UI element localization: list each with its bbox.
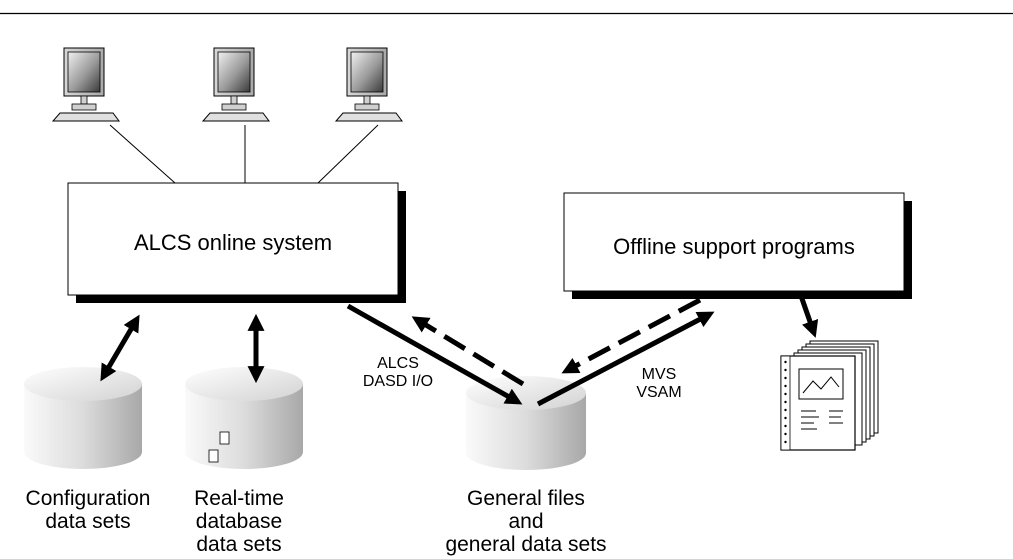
report-output-arrow	[797, 292, 819, 338]
online-system-label: ALCS online system	[134, 230, 332, 255]
general-label-line2: and	[508, 510, 543, 533]
configuration-label-line1: Configuration	[26, 487, 151, 510]
connector-label-mvs: MVS	[642, 366, 677, 383]
realtime-label-line2: database	[196, 510, 282, 533]
terminal-connection-lines	[109, 124, 379, 184]
database-cylinder-icon	[185, 367, 303, 469]
dasd-read-arrow	[411, 316, 525, 387]
printed-report-icon	[780, 340, 879, 451]
record-icon	[208, 449, 219, 463]
dasd-write-arrow	[346, 303, 523, 405]
computer-terminal-icon	[201, 47, 270, 122]
database-cylinder-icon	[24, 367, 142, 469]
realtime-label-line3: data sets	[196, 533, 281, 556]
config-io-arrow	[100, 314, 140, 382]
computer-terminal-icon	[51, 47, 120, 122]
vsam-write-arrow	[561, 297, 702, 374]
configuration-label-line2: data sets	[45, 510, 130, 533]
connector-label-dasd: DASD I/O	[363, 373, 433, 390]
general-label-line3: general data sets	[445, 533, 606, 556]
database-cylinder-icon	[466, 376, 586, 470]
connector-label-vsam: VSAM	[636, 384, 681, 401]
vsam-read-arrow	[536, 311, 715, 407]
record-icon	[219, 431, 230, 445]
connector-label-alcs: ALCS	[377, 355, 419, 372]
realtime-label-line1: Real-time	[194, 487, 284, 510]
general-label-line1: General files	[467, 487, 585, 510]
offline-programs-label: Offline support programs	[613, 234, 855, 259]
arrows	[100, 292, 819, 407]
alcs-online-system-box: ALCS online system	[67, 182, 406, 303]
computer-terminal-icon	[334, 47, 403, 122]
offline-support-programs-box: Offline support programs	[563, 192, 912, 299]
